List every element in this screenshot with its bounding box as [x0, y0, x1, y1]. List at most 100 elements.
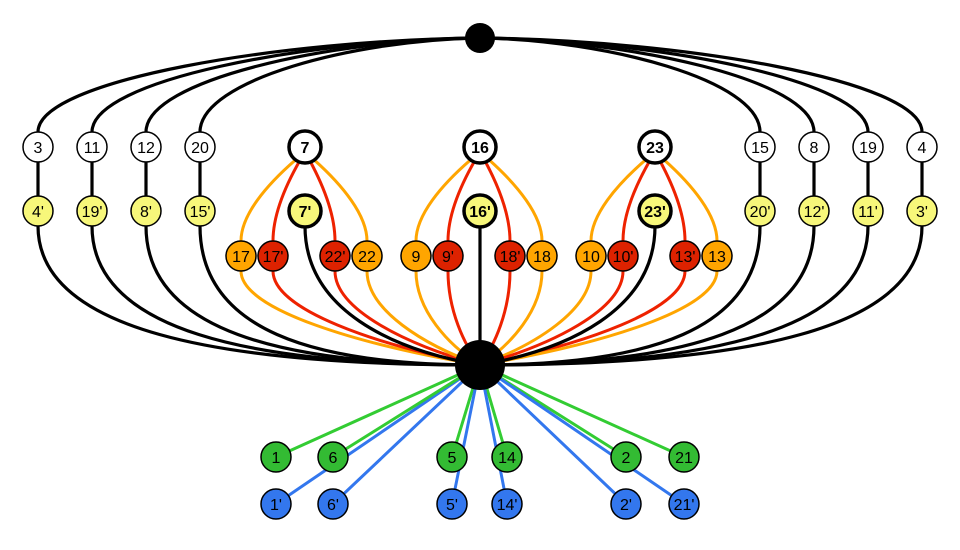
- node-18[interactable]: 18: [526, 240, 558, 272]
- node-20[interactable]: 20: [184, 131, 216, 163]
- node-17'[interactable]: 17': [257, 240, 289, 272]
- node-22'[interactable]: 22': [319, 240, 351, 272]
- edge-23-to-10': [621, 158, 652, 243]
- node-20'[interactable]: 20': [744, 195, 776, 227]
- node-circle: [669, 240, 701, 272]
- edge-13-to-hub: [478, 269, 719, 367]
- node-1[interactable]: 1: [260, 441, 292, 473]
- node-10'[interactable]: 10': [607, 240, 639, 272]
- edge-top-to-8: [478, 36, 816, 134]
- center-hub-node[interactable]: [455, 340, 505, 390]
- node-3[interactable]: 3: [22, 131, 54, 163]
- edge-7-to-17': [271, 158, 302, 243]
- node-6[interactable]: 6: [317, 441, 349, 473]
- node-label: 20': [750, 204, 771, 221]
- node-4'[interactable]: 4': [22, 195, 54, 227]
- node-circle: [526, 240, 558, 272]
- node-label: 3': [916, 204, 928, 221]
- node-10[interactable]: 10: [575, 240, 607, 272]
- node-19[interactable]: 19: [852, 131, 884, 163]
- node-label: 21': [674, 497, 695, 514]
- node-label: 23: [646, 140, 664, 157]
- node-14[interactable]: 14: [491, 441, 523, 473]
- node-12[interactable]: 12: [130, 131, 162, 163]
- node-7'[interactable]: 7': [287, 193, 323, 229]
- edge-23-to-13': [658, 158, 687, 243]
- node-label: 19: [859, 140, 877, 157]
- node-15[interactable]: 15: [744, 131, 776, 163]
- node-circle: [436, 488, 468, 520]
- node-circle: [610, 441, 642, 473]
- node-9'[interactable]: 9': [432, 240, 464, 272]
- node-19'[interactable]: 19': [76, 195, 108, 227]
- node-circle: [575, 240, 607, 272]
- node-circle: [637, 129, 673, 165]
- edge-top-to-20: [198, 36, 482, 134]
- node-label: 20: [191, 140, 209, 157]
- node-label: 13': [675, 249, 696, 266]
- edge-hub-to-6': [331, 363, 482, 506]
- node-label: 18': [500, 249, 521, 266]
- node-circle: [184, 195, 216, 227]
- node-8[interactable]: 8: [798, 131, 830, 163]
- node-18'[interactable]: 18': [494, 240, 526, 272]
- edge-hub-to-2': [478, 363, 628, 506]
- node-6'[interactable]: 6': [317, 488, 349, 520]
- edge-23-to-13: [662, 158, 719, 243]
- node-label: 11: [84, 140, 101, 157]
- node-circle: [607, 240, 639, 272]
- node-label: 4: [918, 140, 927, 157]
- node-4[interactable]: 4: [906, 131, 938, 163]
- node-16'[interactable]: 16': [462, 193, 498, 229]
- node-label: 7: [301, 140, 310, 157]
- node-21'[interactable]: 21': [668, 488, 700, 520]
- node-13'[interactable]: 13': [669, 240, 701, 272]
- node-14'[interactable]: 14': [491, 488, 523, 520]
- edge-hub-to-1: [274, 363, 482, 459]
- node-5'[interactable]: 5': [436, 488, 468, 520]
- node-3'[interactable]: 3': [906, 195, 938, 227]
- node-label: 17': [263, 249, 284, 266]
- node-label: 17: [232, 249, 250, 266]
- node-circle: [400, 240, 432, 272]
- node-12'[interactable]: 12': [798, 195, 830, 227]
- edge-hub-to-1': [274, 363, 482, 506]
- node-13[interactable]: 13: [701, 240, 733, 272]
- node-label: 12: [137, 140, 155, 157]
- edge-23'-to-hub: [478, 224, 657, 367]
- node-8'[interactable]: 8': [130, 195, 162, 227]
- node-17[interactable]: 17: [225, 240, 257, 272]
- node-2'[interactable]: 2': [610, 488, 642, 520]
- node-circle: [317, 441, 349, 473]
- node-23[interactable]: 23: [637, 129, 673, 165]
- node-2[interactable]: 2: [610, 441, 642, 473]
- node-22[interactable]: 22: [351, 240, 383, 272]
- top-hub-node[interactable]: [465, 23, 495, 53]
- edge-16-to-18': [483, 158, 512, 243]
- node-15'[interactable]: 15': [184, 195, 216, 227]
- node-circle: [225, 240, 257, 272]
- node-21[interactable]: 21: [668, 441, 700, 473]
- node-circle: [668, 441, 700, 473]
- edge-7-to-17: [239, 158, 297, 243]
- node-label: 15: [751, 140, 769, 157]
- node-circle: [494, 240, 526, 272]
- node-5[interactable]: 5: [436, 441, 468, 473]
- node-label: 18: [533, 249, 551, 266]
- node-9[interactable]: 9: [400, 240, 432, 272]
- edge-top-to-4: [478, 36, 924, 134]
- node-circle: [491, 488, 523, 520]
- node-circle: [319, 240, 351, 272]
- node-11'[interactable]: 11': [852, 195, 884, 227]
- node-7[interactable]: 7: [287, 129, 323, 165]
- node-label: 19': [82, 204, 103, 221]
- edge-23-to-10: [589, 158, 647, 243]
- node-label: 23': [644, 204, 666, 221]
- node-circle: [130, 131, 162, 163]
- node-1'[interactable]: 1': [260, 488, 292, 520]
- node-16[interactable]: 16: [462, 129, 498, 165]
- node-23'[interactable]: 23': [637, 193, 673, 229]
- node-11[interactable]: 11: [76, 131, 108, 163]
- node-circle: [22, 131, 54, 163]
